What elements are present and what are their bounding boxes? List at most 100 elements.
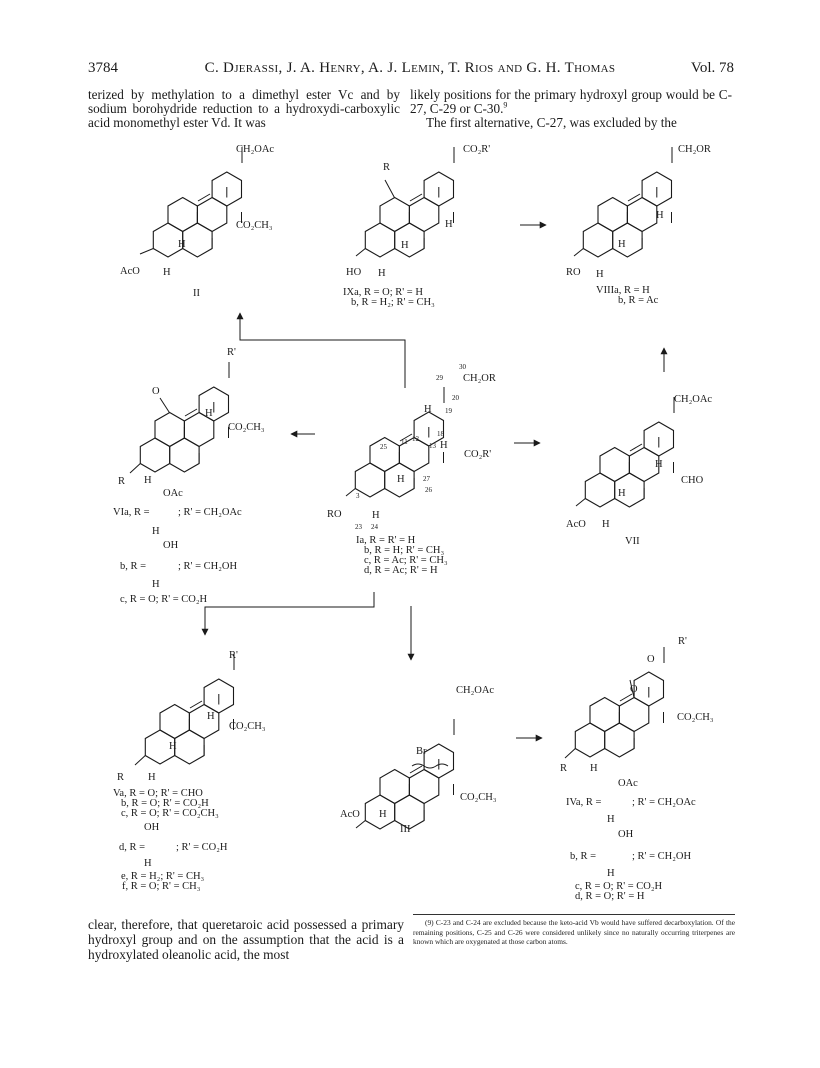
substituent-label: OH <box>144 822 160 833</box>
compound-series-label: ; R' = CH₂OAc <box>632 797 696 808</box>
hydrogen-label: H <box>379 809 387 820</box>
hydrogen-label: H <box>152 526 160 537</box>
substituent-label: AcO <box>566 519 586 530</box>
compound-series-label: b, R = Ac <box>618 295 659 306</box>
substituent-label: OH <box>618 829 634 840</box>
carbon-number: 13 <box>429 442 437 450</box>
substituent-label: OAc <box>618 778 638 789</box>
compound-series-label: IXa, R = O; R' = H <box>343 287 423 298</box>
compound-series-label: c, R = O; R' = CO₂CH₃ <box>121 808 219 819</box>
structure-III <box>355 719 455 829</box>
text-column-left-bottom: clear, therefore, that queretaroic acid … <box>88 917 404 962</box>
keto-label: O <box>630 684 638 695</box>
carbon-number: 26 <box>425 486 433 494</box>
compound-series-label: c, R = O; R' = CO₂H <box>575 881 663 892</box>
reaction-arrow <box>201 592 375 636</box>
carbon-number: 24 <box>371 523 379 531</box>
keto-label: O <box>647 654 655 665</box>
compound-series-label: IVa, R = <box>566 797 601 808</box>
structure-VII <box>575 397 675 507</box>
hydrogen-label: H <box>163 267 171 278</box>
compound-series-label: b, R = O; R' = CO₂H <box>121 798 209 809</box>
substituent-label: RO <box>566 267 581 278</box>
substituent-label: CH₂OAc <box>236 144 274 155</box>
substituent-label: CH₂OAc <box>456 685 494 696</box>
sentence: likely positions for the primary hydroxy… <box>410 87 732 116</box>
compound-series-label: ; R' = CH₂OH <box>178 561 237 572</box>
structure-II <box>139 147 243 257</box>
text-column-right-top: likely positions for the primary hydroxy… <box>410 88 732 130</box>
carbon-number: 25 <box>380 443 388 451</box>
compound-series-label: c, R = O; R' = CO₂H <box>120 594 208 605</box>
hydrogen-label: H <box>655 459 663 470</box>
hydrogen-label: H <box>602 519 610 530</box>
paragraph: terized by methylation to a dimethyl est… <box>88 87 400 130</box>
structure-IV <box>564 647 665 759</box>
carbon-number: 23 <box>355 523 363 531</box>
bromo-label: Br <box>416 746 427 757</box>
hydrogen-label: H <box>148 772 156 783</box>
hydrogen-label: H <box>590 763 598 774</box>
hydrogen-label: H <box>607 814 615 825</box>
substituent-label: AcO <box>120 266 140 277</box>
hydrogen-label: H <box>440 440 448 451</box>
compound-series-label: e, R = H₂; R' = CH₃ <box>121 871 205 882</box>
paragraph: clear, therefore, that queretaroic acid … <box>88 917 404 962</box>
structure-IX <box>355 147 455 257</box>
substituent-label: CO₂CH₃ <box>228 422 265 433</box>
paragraph: likely positions for the primary hydroxy… <box>410 88 732 116</box>
compound-series-label: b, R = H₂; R' = CH₃ <box>351 297 435 308</box>
compound-series-label: d, R = O; R' = H <box>575 891 645 902</box>
compound-series-label: b, R = <box>570 851 596 862</box>
substituent-label: HO <box>346 267 362 278</box>
substituent-label: CO₂CH₃ <box>236 220 273 231</box>
hydrogen-label: H <box>656 210 664 221</box>
volume-number: Vol. 78 <box>690 60 734 76</box>
compound-series-label: b, R = <box>120 561 146 572</box>
compound-label: II <box>193 288 200 299</box>
substituent-label: CHO <box>681 475 704 486</box>
compound-label: III <box>400 824 411 835</box>
substituent-label: RO <box>327 509 342 520</box>
hydrogen-label: H <box>152 579 160 590</box>
structure-V <box>134 654 235 766</box>
structure-VIII <box>573 147 673 257</box>
substituent-label: R' <box>678 636 687 647</box>
compound-series-label: Va, R = O; R' = CHO <box>113 788 203 799</box>
text-column-left-top: terized by methylation to a dimethyl est… <box>88 88 400 130</box>
substituent-label: OAc <box>163 488 183 499</box>
substituent-label: R <box>560 763 567 774</box>
hydrogen-label: H <box>207 711 215 722</box>
hydrogen-label: H <box>378 268 386 279</box>
footnote-text: (9) C-23 and C-24 are excluded because t… <box>413 918 735 947</box>
carbon-number: 18 <box>437 430 445 438</box>
substituent-label: R <box>118 476 125 487</box>
compound-series-label: ; R' = CH₂OH <box>632 851 691 862</box>
reaction-arrow <box>236 312 406 388</box>
footnote-ref: 9 <box>503 100 508 110</box>
structure-VI <box>129 362 230 474</box>
substituent-label: CH₂OR <box>463 373 496 384</box>
hydrogen-label: H <box>401 240 409 251</box>
page-number: 3784 <box>88 60 118 76</box>
substituent-label: AcO <box>340 809 360 820</box>
carbon-number: 20 <box>452 394 460 402</box>
compound-series-label: d, R = <box>119 842 145 853</box>
compound-series-label: f, R = O; R' = CH₃ <box>122 881 201 892</box>
substituent-label: OH <box>163 540 179 551</box>
compound-label: VII <box>625 536 640 547</box>
structure-I <box>345 387 445 497</box>
substituent-label: R <box>117 772 124 783</box>
footnote: (9) C-23 and C-24 are excluded because t… <box>413 914 735 947</box>
substituent-label: CO₂R' <box>463 144 490 155</box>
keto-label: O <box>152 386 160 397</box>
carbon-number: 19 <box>445 407 453 415</box>
compound-series-label: d, R = Ac; R' = H <box>364 565 438 576</box>
substituent-label: CH₂OR <box>678 144 711 155</box>
hydrogen-label: H <box>144 475 152 486</box>
hydrogen-label: H <box>397 474 405 485</box>
carbon-number: 12 <box>412 435 420 443</box>
substituent-label: CO₂CH₃ <box>460 792 497 803</box>
hydrogen-label: H <box>424 404 432 415</box>
